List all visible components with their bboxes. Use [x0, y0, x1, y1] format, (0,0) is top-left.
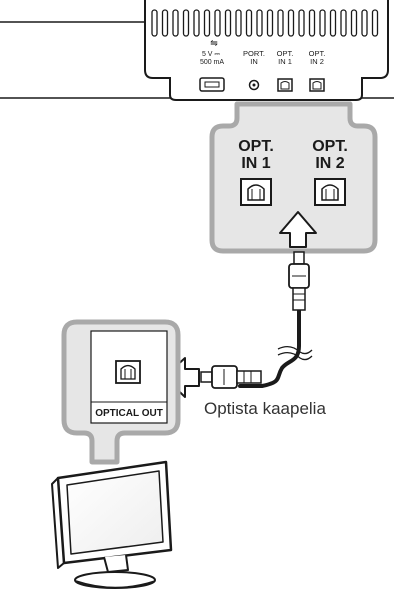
vent-slot: [277, 9, 284, 37]
vent-slot: [151, 9, 158, 37]
vent-slot: [235, 9, 242, 37]
vent-slot: [161, 9, 169, 37]
callout-opt-in1-label-top: OPT.: [238, 138, 274, 155]
vent-slot: [308, 9, 316, 37]
cable-lower-plug: [200, 365, 262, 389]
device-rear-panel: ⇋ 5 V ⎓ 500 mA PORT. IN OPT. IN 1 OPT. I…: [0, 0, 394, 101]
vent-slot: [214, 9, 221, 37]
vent-slot: [203, 9, 211, 37]
vent-slot: [361, 9, 368, 37]
vent-slot: [319, 9, 326, 37]
port-in-label-bottom: IN: [250, 57, 258, 66]
insert-arrow-up-icon: [279, 211, 317, 248]
callout-optical-in2-port-icon: [314, 178, 346, 206]
optical-cable: [200, 251, 313, 389]
insert-arrow-left-icon: [163, 357, 200, 398]
tv-optical-out-callout: OPTICAL OUT: [61, 319, 181, 465]
optical-in1-port-icon: [277, 78, 293, 92]
callout-opt-in2-label-top: OPT.: [312, 138, 348, 155]
vent-slot: [350, 9, 358, 37]
vent-slot: [329, 9, 337, 37]
usb-symbol: ⇋: [210, 38, 218, 48]
usb-voltage-label: 5 V ⎓: [202, 51, 220, 58]
vent-slot: [193, 9, 200, 37]
callout-optical-in1-port-icon: [240, 178, 272, 206]
vent-slot: [224, 9, 232, 37]
vent-slots: [151, 9, 379, 37]
vent-slot: [371, 9, 379, 37]
opt-in2-label-top: OPT.: [309, 49, 326, 58]
vent-slot: [266, 9, 274, 37]
opt-in2-label-bottom: IN 2: [310, 57, 324, 66]
optical-out-label: OPTICAL OUT: [95, 408, 163, 419]
optical-in2-port-icon: [309, 78, 325, 92]
usb-port-icon: [199, 77, 225, 92]
cable-upper-plug: [288, 251, 310, 311]
vent-slot: [245, 9, 253, 37]
vent-slot: [172, 9, 179, 37]
port-in-label-top: PORT.: [243, 49, 265, 58]
opt-in1-label-top: OPT.: [277, 49, 294, 58]
vent-slot: [298, 9, 305, 37]
cable-caption: Optista kaapelia: [204, 399, 326, 418]
usb-current-label: 500 mA: [200, 59, 224, 66]
opt-in1-label-bottom: IN 1: [278, 57, 292, 66]
vent-slot: [340, 9, 347, 37]
vent-slot: [287, 9, 295, 37]
callout-opt-in1-label-bottom: IN 1: [241, 155, 270, 172]
vent-slot: [182, 9, 190, 37]
vent-slot: [256, 9, 263, 37]
optical-input-callout: OPT. IN 1 OPT. IN 2: [209, 101, 378, 254]
tv-illustration: [51, 460, 173, 589]
tv-optical-out-port-icon: [115, 360, 141, 384]
portable-in-jack-icon: [248, 79, 260, 91]
callout-opt-in2-label-bottom: IN 2: [315, 155, 344, 172]
